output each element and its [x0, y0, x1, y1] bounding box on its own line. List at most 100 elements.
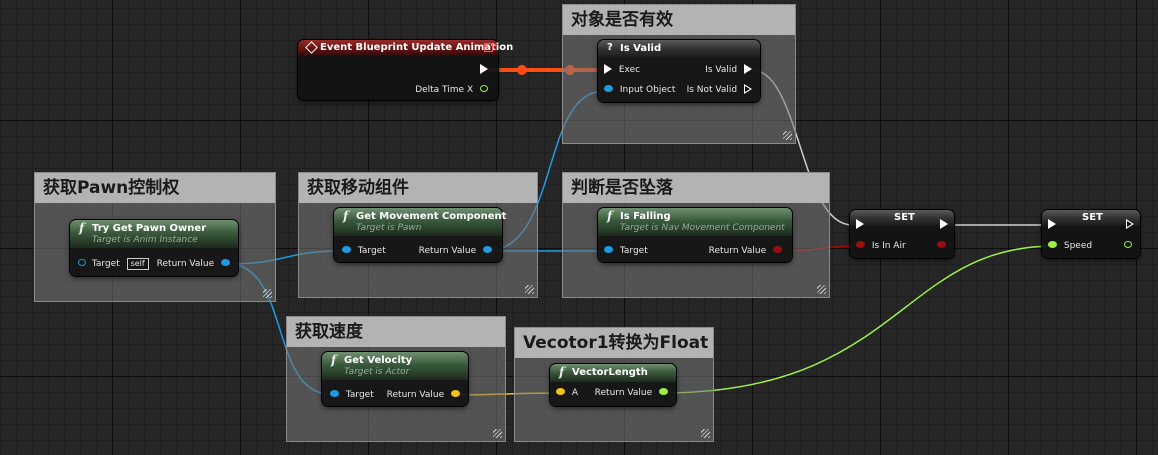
pin-label: Return Value: [156, 259, 215, 269]
pin-label: Return Value: [708, 246, 767, 256]
node-title: Try Get Pawn Owner: [92, 223, 207, 234]
comment-title: 获取速度: [287, 317, 505, 347]
return-value-pin[interactable]: Return Value: [157, 258, 230, 270]
function-icon: f: [343, 209, 349, 223]
get-velocity-node[interactable]: f Get Velocity Target is Actor Target Re…: [322, 352, 468, 406]
float-pin-icon: [1124, 241, 1132, 248]
node-header: SET: [1042, 210, 1140, 226]
target-pin[interactable]: Target: [342, 245, 386, 257]
target-pin[interactable]: Target: [604, 245, 648, 257]
exec-out-pin[interactable]: [940, 218, 948, 231]
pin-label: Is In Air: [871, 241, 906, 251]
exec-wire-bead: [517, 65, 527, 75]
resize-grip-icon[interactable]: [783, 131, 792, 140]
pin-label: Return Value: [594, 388, 653, 398]
object-pin-icon: [342, 246, 351, 253]
exec-arrow-icon: [940, 218, 948, 229]
resize-grip-icon[interactable]: [701, 429, 710, 438]
return-value-pin[interactable]: Return Value: [595, 387, 668, 399]
resize-grip-icon[interactable]: [817, 285, 826, 294]
node-subtitle: Target is Anim Instance: [92, 235, 198, 245]
pin-label: Target: [91, 259, 120, 269]
vector-pin-icon: [556, 388, 565, 395]
exec-out-pin[interactable]: [1126, 218, 1134, 231]
function-icon: f: [559, 365, 565, 379]
bool-pin-icon: [773, 246, 782, 253]
pin-label: Input Object: [619, 85, 676, 95]
set-is-in-air-node[interactable]: SET Is In Air: [850, 210, 954, 258]
delta-time-pin[interactable]: Delta Time X: [415, 84, 488, 96]
set-speed-node[interactable]: SET Speed: [1042, 210, 1140, 258]
is-in-air-pin[interactable]: Is In Air: [856, 240, 906, 252]
question-icon: ?: [607, 42, 613, 53]
exec-in-pin[interactable]: [856, 218, 864, 231]
float-pin-icon: [480, 85, 488, 92]
node-title: VectorLength: [572, 367, 648, 378]
object-pin-icon: [483, 246, 492, 253]
function-icon: f: [79, 221, 85, 235]
pin-label: Target: [357, 246, 386, 256]
pin-label: Exec: [618, 65, 641, 75]
is-not-valid-out-pin[interactable]: Is Not Valid: [687, 83, 752, 96]
exec-arrow-hollow-icon: [744, 83, 752, 94]
exec-in-pin[interactable]: Exec: [604, 63, 641, 76]
function-icon: f: [331, 353, 337, 367]
get-movement-component-node[interactable]: f Get Movement Component Target is Pawn …: [334, 208, 506, 262]
exec-arrow-icon: [856, 218, 864, 229]
return-value-pin[interactable]: Return Value: [387, 389, 460, 401]
resize-grip-icon[interactable]: [263, 289, 272, 298]
comment-title: 判断是否坠落: [563, 173, 829, 203]
speed-out-pin[interactable]: [1124, 240, 1132, 252]
node-header: ? Is Valid: [598, 40, 760, 58]
input-object-pin[interactable]: Input Object: [604, 84, 675, 96]
object-pin-icon: [604, 85, 613, 92]
resize-grip-icon[interactable]: [525, 285, 534, 294]
float-wire: [661, 245, 1055, 394]
pin-label: Target: [345, 390, 374, 400]
comment-box-convert[interactable]: Vecotor1转换为Float: [514, 327, 714, 442]
pin-label: Speed: [1063, 241, 1093, 251]
return-value-pin[interactable]: Return Value: [709, 245, 782, 257]
event-diamond-icon: [305, 41, 318, 54]
try-get-pawn-owner-node[interactable]: f Try Get Pawn Owner Target is Anim Inst…: [70, 220, 238, 276]
function-icon: f: [607, 209, 613, 223]
node-subtitle: Target is Actor: [344, 367, 410, 377]
is-falling-node[interactable]: f Is Falling Target is Nav Movement Comp…: [598, 208, 792, 262]
pin-label: Return Value: [386, 390, 445, 400]
return-value-pin[interactable]: Return Value: [419, 245, 492, 257]
pin-label: A: [571, 388, 579, 398]
node-title: SET: [894, 212, 915, 223]
resize-grip-icon[interactable]: [493, 429, 502, 438]
is-in-air-out-pin[interactable]: [937, 240, 946, 252]
event-node-update-animation[interactable]: Event Blueprint Update Animation Delta T…: [298, 40, 513, 100]
node-title: Event Blueprint Update Animation: [320, 42, 514, 53]
node-title: Get Movement Component: [356, 211, 507, 222]
node-header: SET: [850, 210, 954, 226]
pin-label: Target: [619, 246, 648, 256]
a-pin[interactable]: A: [556, 387, 578, 399]
node-header: Event Blueprint Update Animation: [298, 40, 513, 56]
pin-label: Return Value: [418, 246, 477, 256]
comment-title: 获取Pawn控制权: [35, 173, 275, 203]
exec-arrow-icon: [480, 63, 488, 74]
target-pin[interactable]: Target: [330, 389, 374, 401]
is-valid-node[interactable]: ? Is Valid Exec Input Object Is Valid Is…: [598, 40, 760, 102]
exec-out-pin[interactable]: [480, 63, 488, 76]
exec-in-pin[interactable]: [1048, 218, 1056, 231]
node-header: f Get Movement Component Target is Pawn: [334, 208, 506, 236]
node-title: SET: [1082, 212, 1103, 223]
self-value-box[interactable]: self: [126, 258, 149, 270]
node-subtitle: Target is Pawn: [356, 223, 422, 233]
exec-arrow-icon: [1048, 218, 1056, 229]
speed-pin[interactable]: Speed: [1048, 240, 1092, 252]
node-header: f Get Velocity Target is Actor: [322, 352, 468, 380]
is-valid-out-pin[interactable]: Is Valid: [705, 63, 752, 76]
vector-length-node[interactable]: f VectorLength A Return Value: [550, 364, 676, 406]
target-pin[interactable]: Target self: [78, 258, 149, 270]
pin-label: Delta Time X: [415, 85, 474, 95]
exec-arrow-icon: [604, 63, 612, 74]
node-title: Is Falling: [620, 211, 671, 222]
node-subtitle: Target is Nav Movement Component: [620, 223, 785, 233]
bool-pin-icon: [937, 241, 946, 248]
comment-title: 获取移动组件: [299, 173, 537, 203]
